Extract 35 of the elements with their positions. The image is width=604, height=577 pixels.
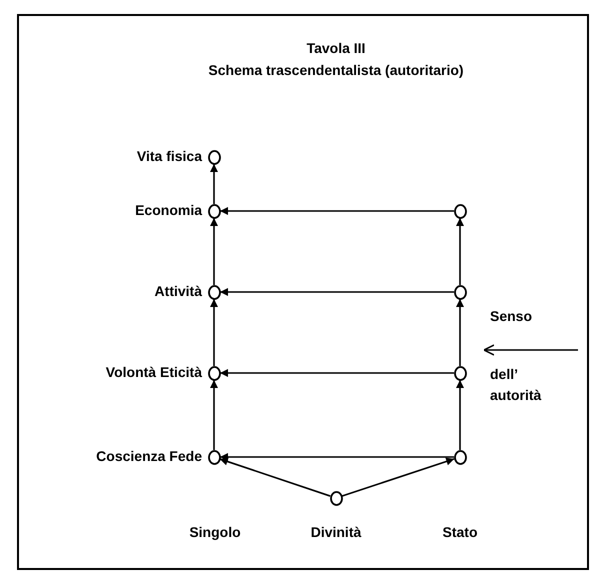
- circle-node: [208, 204, 220, 218]
- circle-node: [454, 284, 466, 300]
- arrow: [210, 380, 218, 450]
- level-label: Vita fisica: [136, 148, 202, 164]
- arrow: [456, 380, 464, 450]
- arrow: [456, 299, 464, 366]
- side-note: Senso: [490, 308, 532, 324]
- subtitle: Schema trascendentalista (autoritario): [207, 62, 465, 78]
- circle-node: [454, 366, 466, 380]
- side-note: dell’ autorità: [490, 365, 542, 405]
- title: Tavola III: [306, 40, 366, 56]
- arrow: [342, 458, 454, 497]
- column-label: Divinità: [310, 524, 362, 540]
- arrow: [220, 288, 454, 296]
- circle-node: [208, 284, 220, 300]
- arrow: [210, 218, 218, 285]
- arrow: [456, 218, 464, 285]
- circle-node: [208, 150, 220, 164]
- column-label: Stato: [442, 524, 478, 540]
- level-label: Coscienza Fede: [96, 448, 202, 464]
- arrow: [220, 207, 454, 215]
- level-label: Attività: [154, 283, 202, 299]
- circle-node: [454, 204, 466, 218]
- arrow: [220, 453, 454, 461]
- column-label: Singolo: [188, 524, 242, 540]
- circle-node: [330, 490, 342, 506]
- arrow: [210, 299, 218, 366]
- circle-node: [208, 366, 220, 380]
- arrow: [220, 369, 454, 377]
- circle-node: [208, 450, 220, 464]
- arrow: [220, 458, 330, 497]
- arrow: [210, 164, 218, 204]
- circle-node: [454, 450, 466, 464]
- level-label: Economia: [135, 202, 202, 218]
- level-label: Volontà Eticità: [106, 364, 202, 380]
